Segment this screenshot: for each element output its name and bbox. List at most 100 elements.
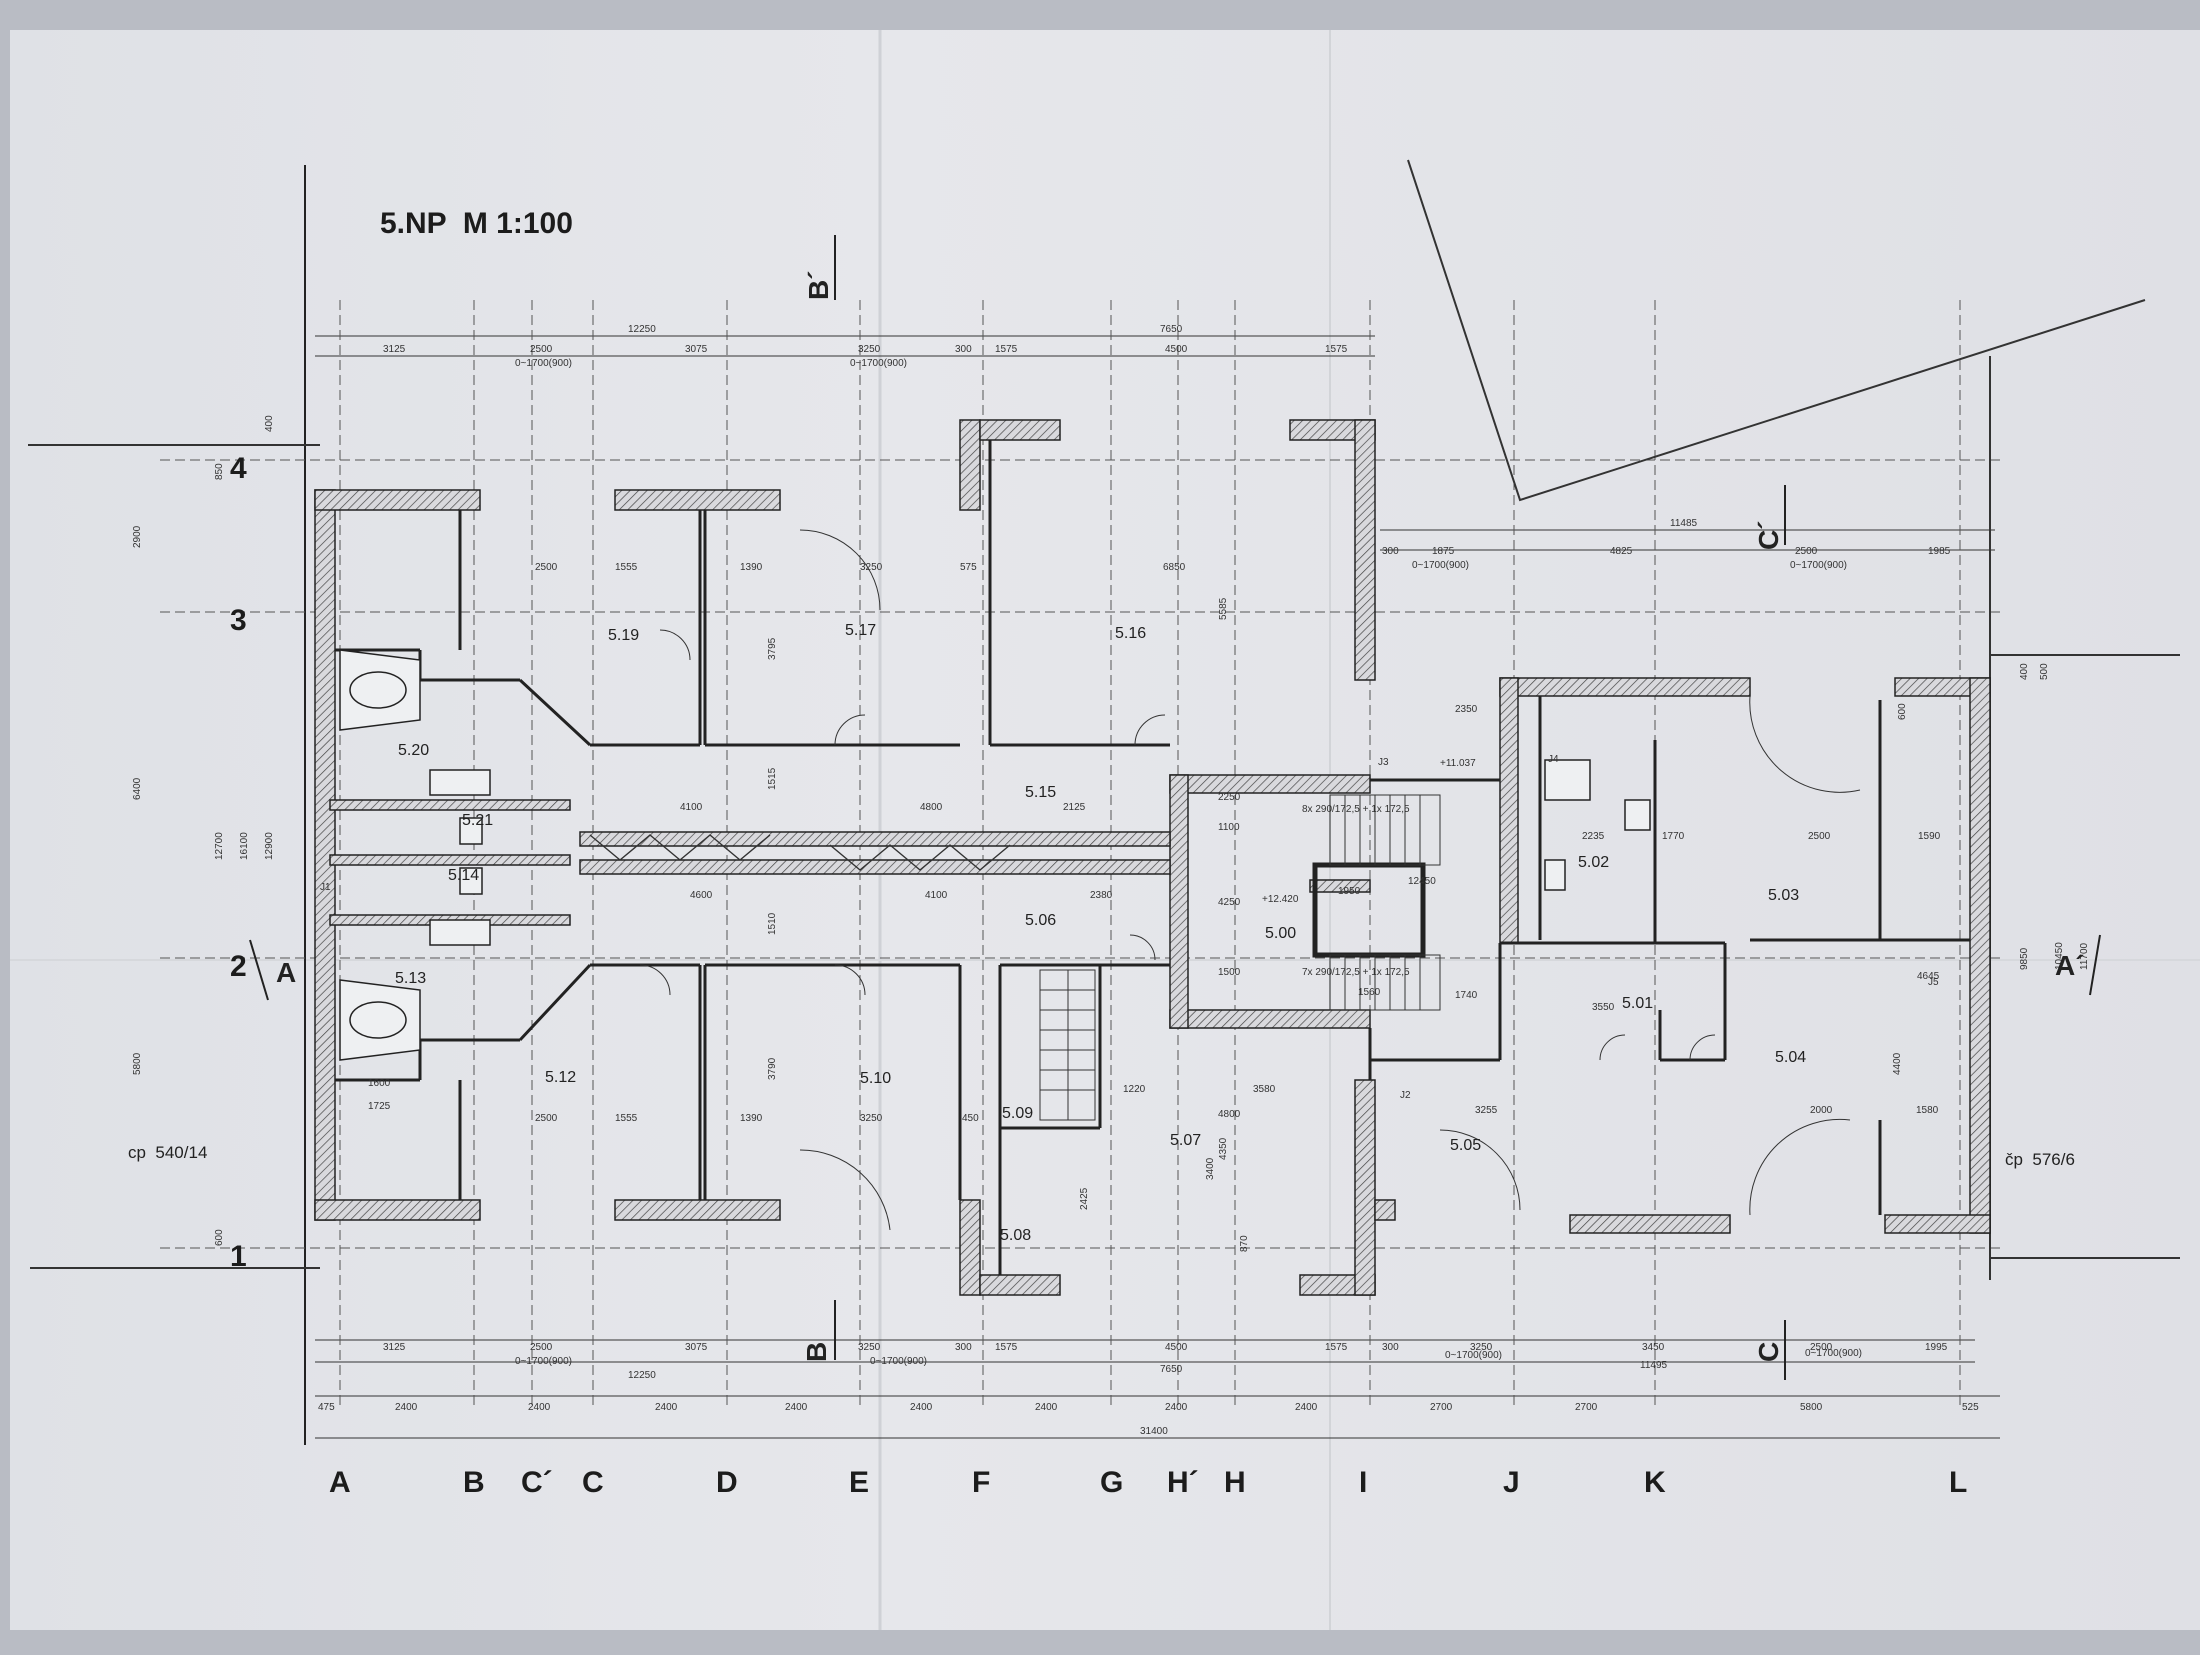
- dimension-label: 1950: [1338, 886, 1361, 897]
- dimension-label: 500: [2039, 663, 2050, 680]
- dimension-label: 1575: [1325, 344, 1348, 355]
- dimension-label: 5800: [132, 1052, 143, 1075]
- dimension-label: 2400: [655, 1402, 678, 1413]
- column-axis-label: H´: [1167, 1466, 1199, 1499]
- section-b-bottom: B: [801, 1342, 832, 1362]
- dimension-label: 3075: [685, 344, 708, 355]
- room-label: 5.02: [1578, 854, 1609, 871]
- dimension-label: 0~1700(900): [1790, 560, 1847, 571]
- room-label: 5.03: [1768, 887, 1799, 904]
- dimension-label: 10450: [2054, 942, 2065, 970]
- column-axis-label: E: [849, 1466, 869, 1499]
- dimension-label: 2350: [1455, 704, 1478, 715]
- dimension-label: 1740: [1455, 990, 1478, 1001]
- dimension-label: 4600: [690, 890, 713, 901]
- dimension-label: 1875: [1432, 546, 1455, 557]
- dimension-label: 1500: [1218, 967, 1241, 978]
- drawing-title: 5.NP M 1:100: [380, 207, 573, 240]
- row-axis-label: 3: [230, 604, 247, 637]
- dimension-label: 0~1700(900): [850, 358, 907, 369]
- dimension-label: 7650: [1160, 1364, 1183, 1375]
- fixture-label: J3: [1378, 757, 1389, 768]
- room-label: 5.14: [448, 867, 479, 884]
- dimension-label: 2500: [1795, 546, 1818, 557]
- dimension-label: 2250: [1218, 792, 1241, 803]
- dimension-label: 0~1700(900): [515, 1356, 572, 1367]
- dimension-label: 12900: [264, 832, 275, 860]
- dimension-label: 11700: [2079, 942, 2090, 970]
- dimension-label: 3250: [860, 562, 883, 573]
- toilet-icon: [459, 867, 483, 895]
- building-walls: [314, 419, 1991, 1296]
- dimension-label: 1575: [1325, 1342, 1348, 1353]
- parcel-label-left: cp 540/14: [128, 1143, 207, 1162]
- dimension-label: 12700: [214, 832, 225, 860]
- dimension-label: 0~1700(900): [1412, 560, 1469, 571]
- dimension-label: 2500: [530, 1342, 553, 1353]
- dimension-label: 4645: [1917, 971, 1940, 982]
- dimension-label: 3075: [685, 1342, 708, 1353]
- dimension-label: 12250: [628, 324, 656, 335]
- dimension-label: 4100: [680, 802, 703, 813]
- dimension-label: 3550: [1592, 1002, 1615, 1013]
- dimension-label: 6850: [1163, 562, 1186, 573]
- section-a-left: A: [276, 957, 296, 988]
- dimension-label: 575: [960, 562, 977, 573]
- bathtub-icon: [339, 649, 421, 731]
- dimension-label: 1515: [767, 767, 778, 790]
- dimension-label: 3250: [858, 1342, 881, 1353]
- toilet-icon: [459, 817, 483, 845]
- fixture-label: J2: [1400, 1090, 1411, 1101]
- dimension-label: 4825: [1610, 546, 1633, 557]
- column-axis-label: F: [972, 1466, 990, 1499]
- dimension-label: 1770: [1662, 831, 1685, 842]
- dimension-label: 2400: [395, 1402, 418, 1413]
- bathtub-icon: [339, 979, 421, 1061]
- dimension-label: 3125: [383, 1342, 406, 1353]
- dimension-label: 600: [1897, 703, 1908, 720]
- column-axis-label: I: [1359, 1466, 1367, 1499]
- dimension-label: 12250: [628, 1370, 656, 1381]
- column-axis-label: H: [1224, 1466, 1246, 1499]
- dimension-label: 2900: [132, 525, 143, 548]
- dimension-label: 1510: [767, 912, 778, 935]
- dimension-label: 525: [1962, 1402, 1979, 1413]
- dimension-label: 600: [214, 1229, 225, 1246]
- row-axis-label: 4: [230, 452, 247, 485]
- room-label: 5.07: [1170, 1132, 1201, 1149]
- dimension-label: 1600: [368, 1078, 391, 1089]
- dimension-label: 4800: [920, 802, 943, 813]
- dimension-label: 11485: [1670, 518, 1698, 529]
- parcel-label-right: čp 576/6: [2005, 1150, 2075, 1169]
- dimension-label: 1580: [1916, 1105, 1939, 1116]
- room-label: 5.04: [1775, 1049, 1806, 1066]
- dimension-label: 2000: [1810, 1105, 1833, 1116]
- row-axis-label: 2: [230, 950, 247, 983]
- dimension-label: 1725: [368, 1101, 391, 1112]
- dimension-label: 2400: [785, 1402, 808, 1413]
- room-label: 5.06: [1025, 912, 1056, 929]
- dimension-label: 450: [962, 1113, 979, 1124]
- dimension-label: 3125: [383, 344, 406, 355]
- dimension-label: 5800: [1800, 1402, 1823, 1413]
- dimension-label: 3795: [767, 637, 778, 660]
- dimension-label: 4800: [1218, 1109, 1241, 1120]
- column-axis-label: L: [1949, 1466, 1967, 1499]
- dimension-label: 475: [318, 1402, 335, 1413]
- corridor-truss: [589, 834, 1011, 871]
- section-a-right: A´: [2055, 950, 2085, 981]
- dimension-label: 2400: [910, 1402, 933, 1413]
- dimension-label: 6400: [132, 777, 143, 800]
- column-axis-label: K: [1644, 1466, 1666, 1499]
- dimension-label: 3250: [858, 344, 881, 355]
- dimension-label: 1590: [1918, 831, 1941, 842]
- dimension-label: 2400: [528, 1402, 551, 1413]
- column-axis-label: G: [1100, 1466, 1123, 1499]
- dimension-label: 2125: [1063, 802, 1086, 813]
- room-label: 5.01: [1622, 995, 1653, 1012]
- washbasin-icon: [429, 769, 491, 796]
